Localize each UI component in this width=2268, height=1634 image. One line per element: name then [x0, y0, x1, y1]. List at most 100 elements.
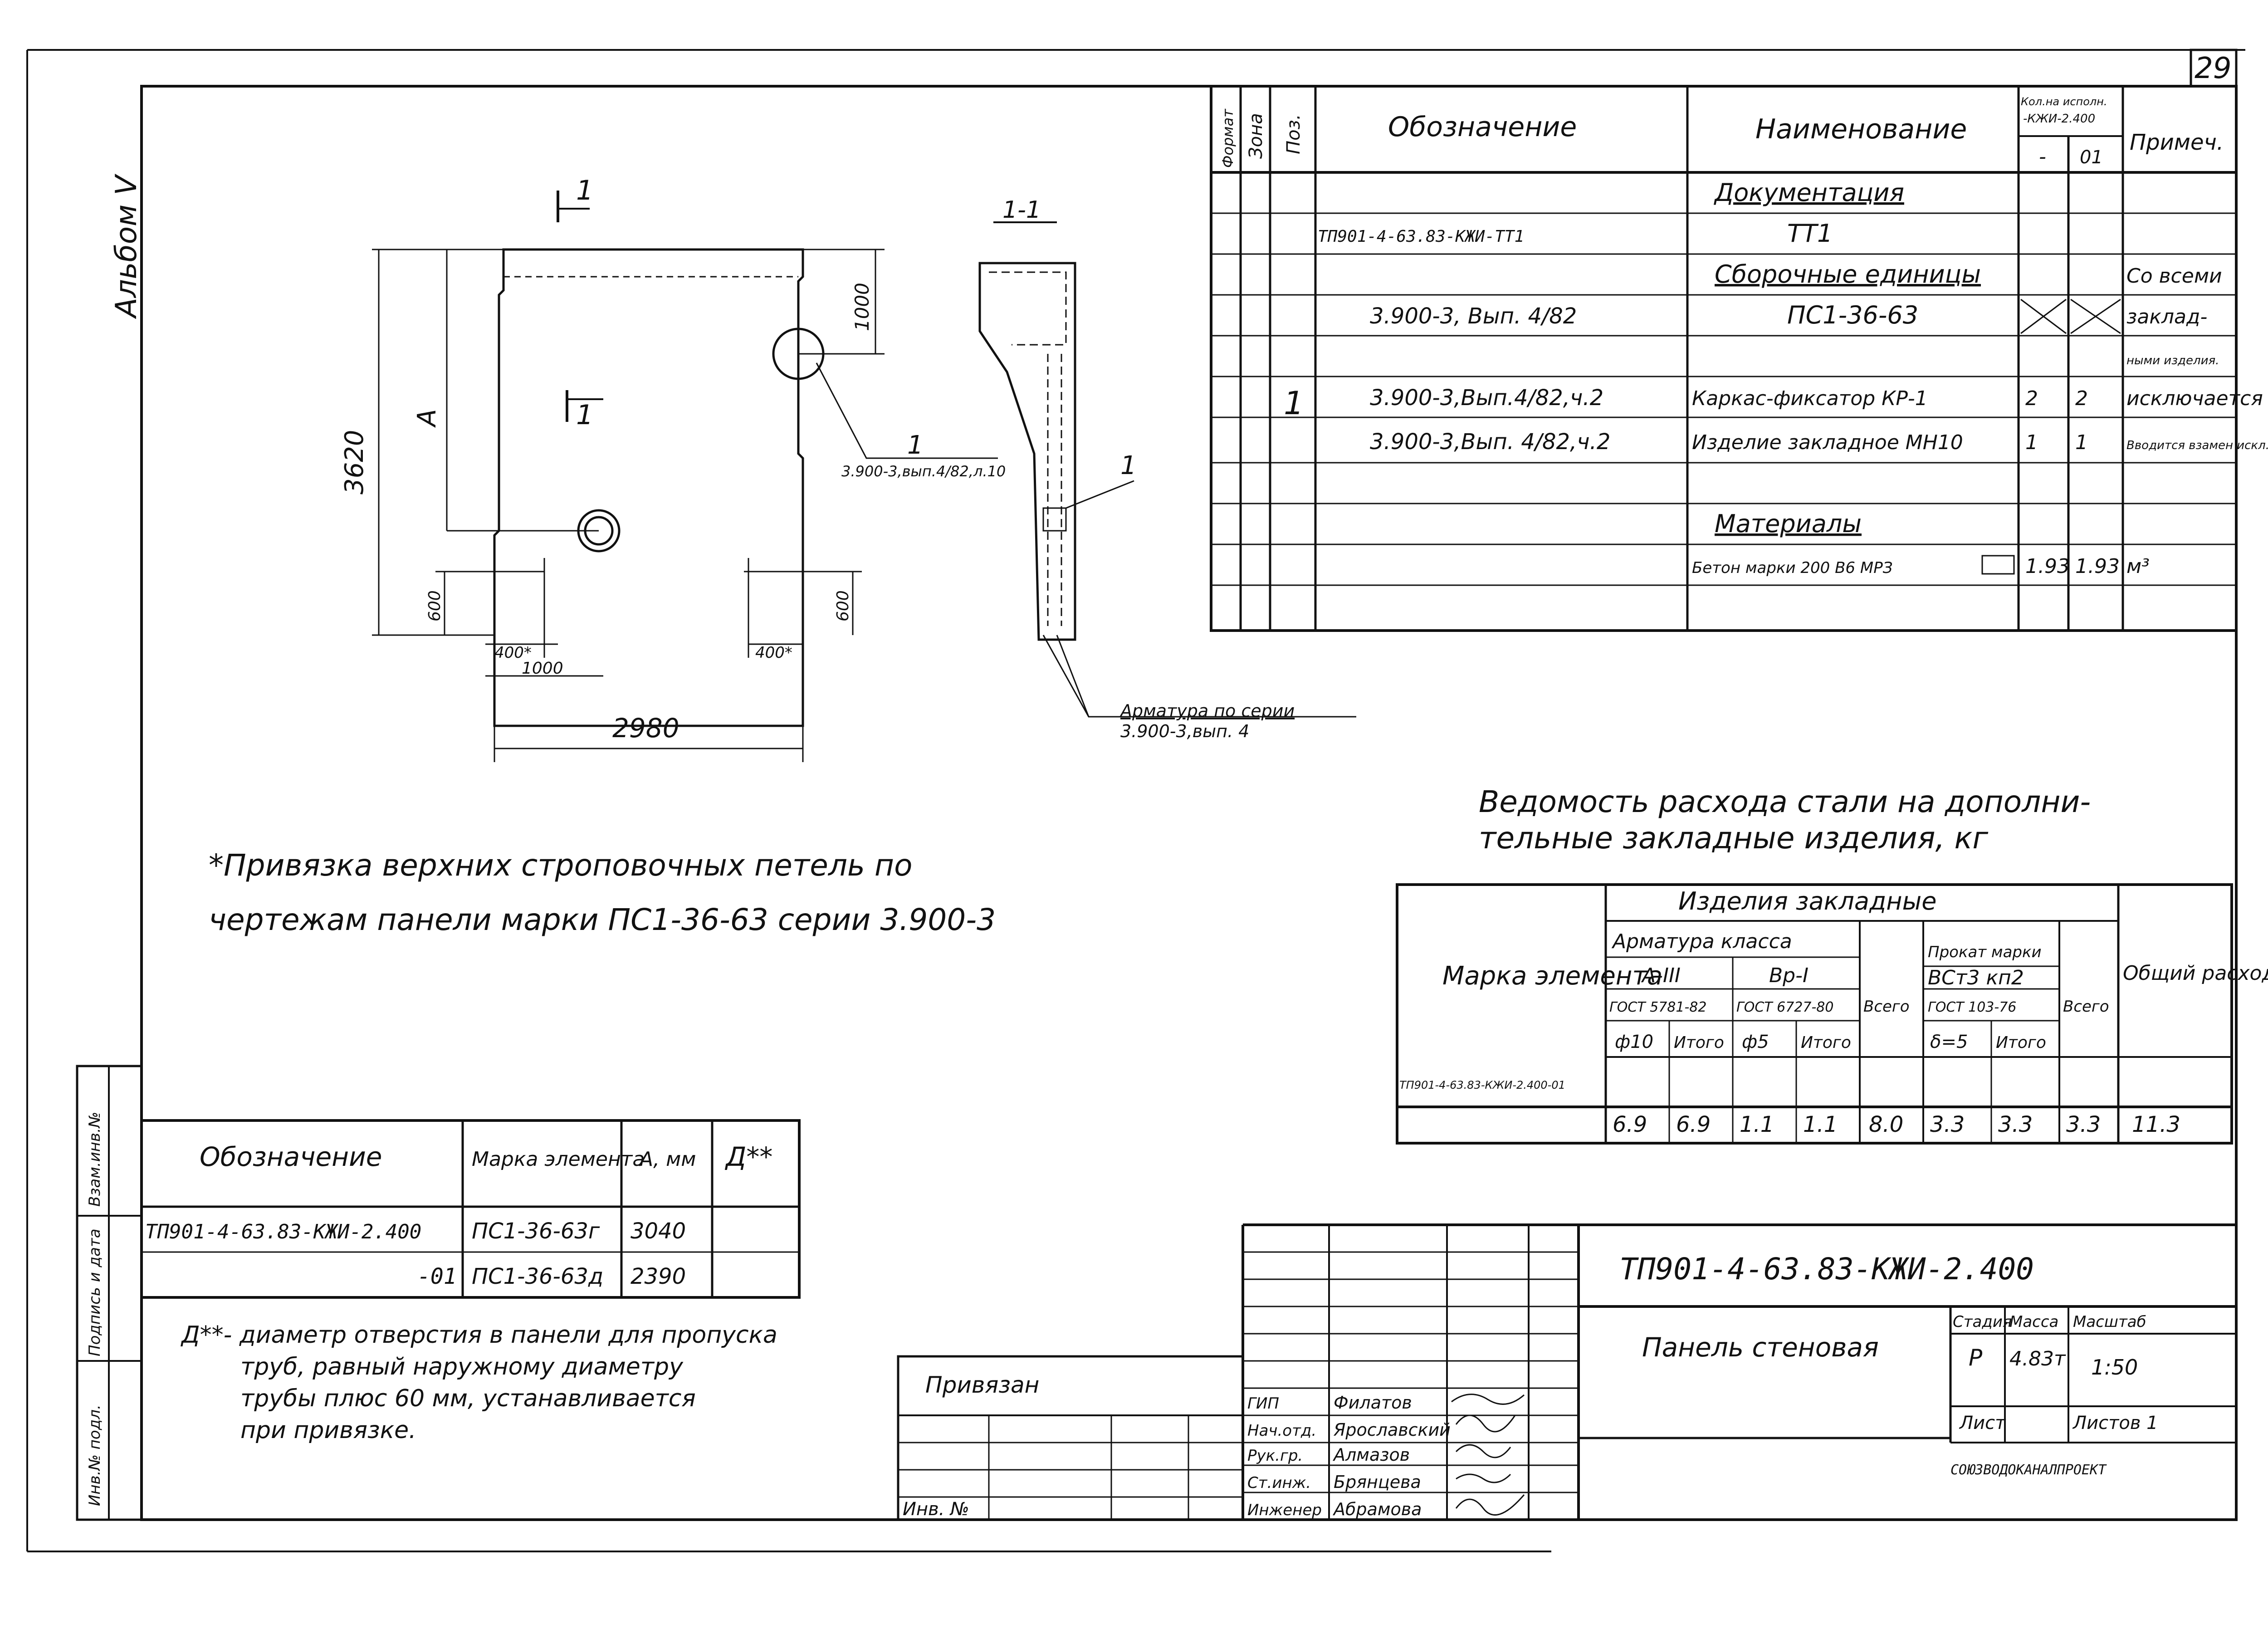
steel-row-value: 6.9 [1613, 1112, 1647, 1137]
dim-400-left: 400* [494, 644, 532, 662]
spec-h-name: Наименование [1755, 113, 1967, 145]
spec-row-name: Материалы [1715, 509, 1862, 538]
tb-scale-h: Масштаб [2073, 1313, 2146, 1331]
spec-row-name: ТТ1 [1787, 219, 1833, 248]
spec-row-note: м³ [2126, 555, 2150, 578]
spec-row-designation: 3.900-3, Вып. 4/82 [1370, 303, 1577, 329]
steel-h-element: Марка элемента [1442, 961, 1662, 991]
steel-title-2: тельные закладные изделия, кг [1479, 821, 1988, 856]
spec-row-qty-b: 1.93 [2075, 555, 2120, 578]
steel-h-gost3: ГОСТ 103-76 [1928, 999, 2016, 1015]
steel-h-total1: Всего [1863, 998, 1910, 1016]
steel-title-1: Ведомость расхода стали на дополни- [1479, 784, 2091, 819]
callout-text: 3.900-3,вып.4/82,л.10 [841, 463, 1006, 480]
steel-h-itogo2: Итого [1801, 1033, 1851, 1052]
steel-row-value: 6.9 [1676, 1112, 1711, 1137]
spec-row-designation: 3.900-3,Вып. 4/82,ч.2 [1370, 429, 1610, 455]
note-star-2: чертежам панели марки ПС1-36-63 серии 3.… [209, 902, 996, 937]
spec-row-name: Изделие закладное МН10 [1692, 431, 1963, 454]
tb-scale: 1:50 [2091, 1355, 2138, 1380]
marks-row2-mark: ПС1-36-63д [472, 1264, 603, 1289]
spec-h-designation: Обозначение [1388, 111, 1577, 143]
dim-600-left: 600 [425, 590, 444, 621]
steel-h-itogo3: Итого [1996, 1033, 2046, 1052]
steel-h-group: Изделия закладные [1678, 887, 1936, 915]
tb-person-name: Алмазов [1332, 1445, 1410, 1465]
callout-num: 1 [907, 431, 924, 460]
section-1-1 [978, 221, 1356, 718]
spec-row-qty-a: 2 [2025, 387, 2038, 410]
spec-row-qty-b: 1 [2075, 431, 2088, 454]
marks-row1-a: 3040 [631, 1218, 686, 1244]
dim-a: A [412, 409, 442, 428]
strip-label-3: Инв.№ подл. [86, 1404, 104, 1506]
steel-row-value: 1.1 [1803, 1112, 1838, 1137]
tb-person-name: Абрамова [1332, 1499, 1422, 1519]
rebar-note-2: 3.900-3,вып. 4 [1120, 721, 1249, 741]
tb-role: ГИП [1247, 1394, 1279, 1413]
marks-h-mark: Марка элемента [472, 1148, 645, 1171]
tb-person-name: Ярославский [1333, 1420, 1451, 1440]
marks-row2-a: 2390 [631, 1264, 686, 1289]
tb-stage-h: Стадия [1953, 1313, 2012, 1331]
steel-row-mark: ТП901-4-63.83-КЖИ-2.400-01 [1399, 1079, 1565, 1091]
rebar-note-1: Арматура по серии [1119, 701, 1295, 721]
steel-h-itogo1: Итого [1674, 1033, 1724, 1052]
tb-inv: Инв. № [903, 1499, 969, 1520]
note-dd-1: Д**- диаметр отверстия в панели для проп… [181, 1321, 777, 1349]
spec-h-qty2: -КЖИ-2.400 [2023, 112, 2095, 126]
steel-h-d5b: δ=5 [1930, 1032, 1968, 1052]
note-dd-2: труб, равный наружному диаметру [240, 1353, 684, 1380]
section-callout-num: 1 [1120, 451, 1137, 480]
spec-row-qty-a: 1.93 [2025, 555, 2070, 578]
dim-600-right: 600 [834, 590, 852, 621]
steel-h-gost1: ГОСТ 5781-82 [1609, 999, 1706, 1015]
steel-h-bpi: Вр-I [1769, 964, 1809, 987]
tb-sheets-h: Листов 1 [2072, 1413, 2158, 1433]
spec-row-name: Каркас-фиксатор КР-1 [1692, 387, 1928, 410]
marks-row1-mark: ПС1-36-63г [472, 1218, 600, 1244]
steel-row-value: 11.3 [2132, 1112, 2180, 1137]
spec-row-designation: ТП901-4-63.83-КЖИ-ТТ1 [1318, 227, 1524, 246]
steel-row-value: 8.0 [1869, 1112, 1903, 1137]
spec-row-note: заклад- [2126, 305, 2207, 328]
steel-h-vst: ВСт3 кп2 [1928, 966, 2024, 989]
tb-sheet-h: Лист [1959, 1413, 2006, 1433]
strip-label-1: Взам.инв.№ [86, 1112, 104, 1207]
left-strip: Взам.инв.№ Подпись и дата Инв.№ подл. [76, 1065, 143, 1521]
marks-table [140, 1119, 801, 1299]
note-dd-4: при привязке. [240, 1417, 416, 1444]
spec-row-note: ными изделия. [2126, 354, 2219, 367]
spec-row-qty-a: 1 [2025, 431, 2038, 454]
tb-org: СОЮЗВОДОКАНАЛПРОЕКТ [1950, 1462, 2107, 1478]
section-mark-mid: 1 [576, 399, 593, 431]
tb-role: Ст.инж. [1247, 1474, 1311, 1492]
tb-role: Нач.отд. [1247, 1422, 1316, 1440]
spec-h-format: Формат [1219, 108, 1237, 168]
tb-role: Инженер [1247, 1501, 1322, 1519]
spec-h-zone: Зона [1246, 113, 1266, 159]
spec-row-note: исключается [2126, 387, 2263, 410]
dim-width: 2980 [612, 713, 679, 744]
spec-row-pos: 1 [1284, 385, 1304, 422]
panel-elevation [372, 191, 998, 762]
marks-row2-des: -01 [417, 1264, 457, 1289]
spec-row-name: Документация [1714, 178, 1904, 207]
dim-400-right: 400* [755, 644, 792, 662]
spec-row-name: Сборочные единицы [1715, 260, 1981, 289]
tb-privyazan: Привязан [925, 1372, 1039, 1398]
tb-mass-h: Масса [2009, 1313, 2058, 1331]
steel-h-d5: ф5 [1742, 1032, 1769, 1052]
steel-h-gost2: ГОСТ 6727-80 [1736, 999, 1833, 1015]
spec-h-qty-b: 01 [2080, 147, 2103, 168]
spec-h-qty-a: - [2039, 145, 2046, 168]
tb-name: Панель стеновая [1642, 1332, 1879, 1363]
spec-h-qty: Кол.на исполн. [2021, 95, 2107, 108]
steel-table [1396, 883, 2233, 1145]
note-star-1: *Привязка верхних строповочных петель по [209, 848, 912, 883]
spec-row-designation: 3.900-3,Вып.4/82,ч.2 [1370, 385, 1603, 411]
spec-row-note: Со всеми [2126, 264, 2222, 288]
strip-label-2: Подпись и дата [86, 1228, 104, 1356]
